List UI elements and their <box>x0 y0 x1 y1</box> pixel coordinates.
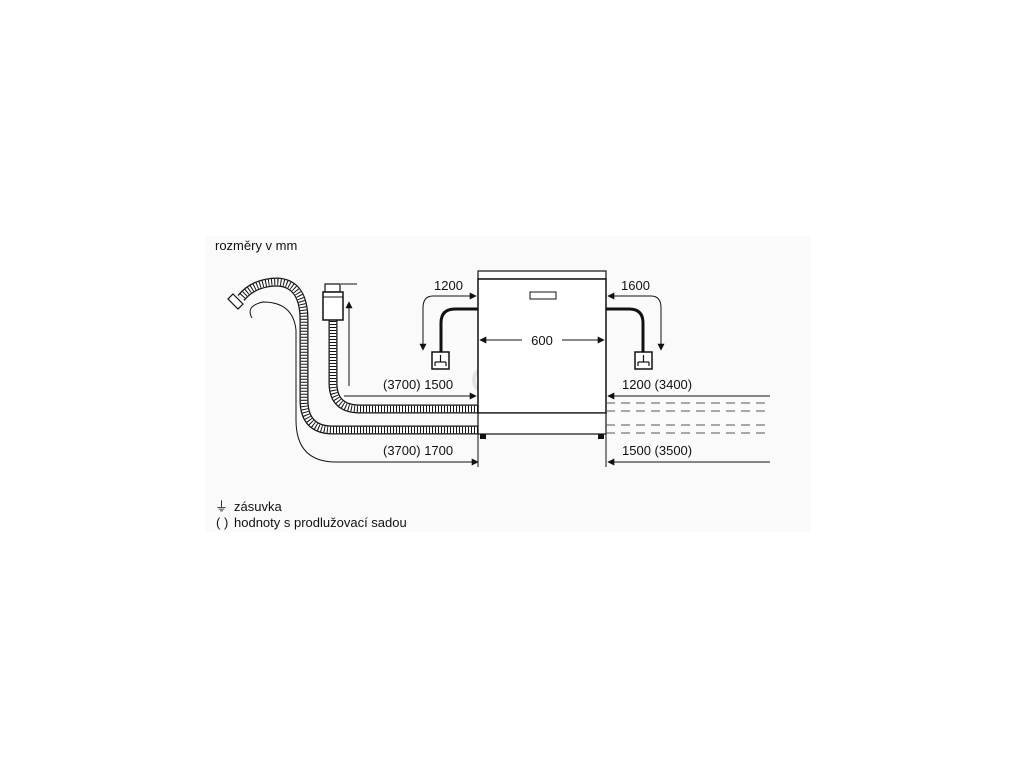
drain-hose <box>227 277 478 435</box>
water-valve-icon <box>322 283 344 321</box>
right-hose-extension <box>606 402 770 434</box>
valve-height-marker <box>341 283 357 386</box>
left-cable-length: 1200 <box>434 278 463 293</box>
right-upper-length: 1200 (3400) <box>622 377 692 392</box>
width-label: 600 <box>531 333 553 348</box>
drain-reach-dimension <box>249 301 479 466</box>
diagram-title: rozměry v mm <box>215 238 297 253</box>
legend: ⏚ zásuvka ( ) hodnoty s prodlužovací sad… <box>215 499 407 530</box>
right-socket-icon <box>634 351 653 370</box>
legend-socket-symbol: ⏚ <box>215 499 228 514</box>
legend-parentheses-label: hodnoty s prodlužovací sadou <box>234 515 407 530</box>
left-upper-length: (3700) 1500 <box>383 377 453 392</box>
right-lower-length: 1500 (3500) <box>622 443 692 458</box>
left-socket-icon <box>431 351 450 370</box>
right-power-cable <box>606 292 665 352</box>
dishwasher-outline <box>477 270 607 439</box>
inlet-hose <box>328 320 478 414</box>
legend-parentheses-symbol: ( ) <box>216 515 228 530</box>
control-display <box>529 291 557 300</box>
right-cable-length: 1600 <box>621 278 650 293</box>
legend-socket-label: zásuvka <box>234 499 282 514</box>
left-lower-length: (3700) 1700 <box>383 443 453 458</box>
left-power-cable <box>419 292 478 352</box>
